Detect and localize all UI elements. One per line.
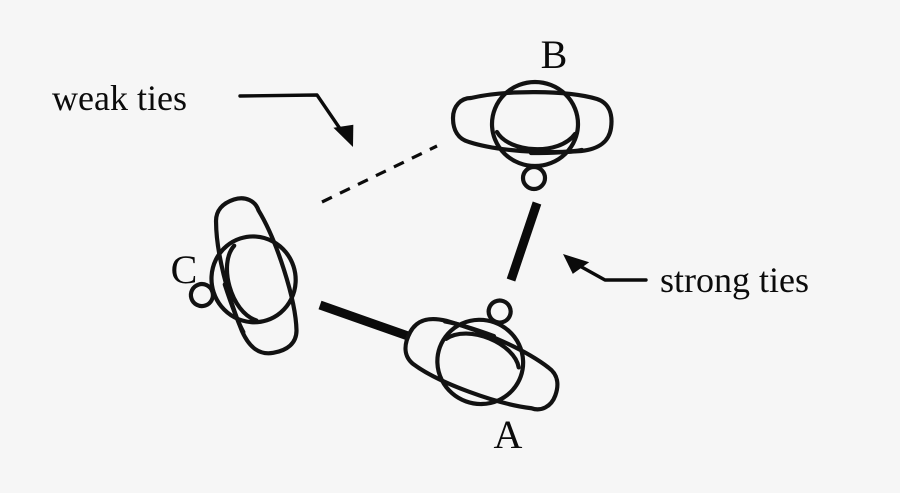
node-c-label: C (171, 247, 198, 292)
node-c[interactable]: C (166, 188, 317, 372)
strong-ties-pointer-line (576, 263, 648, 282)
node-a-label: A (494, 412, 523, 457)
person-icon (453, 82, 611, 189)
node-layer: B C A (166, 32, 611, 457)
strong-ties-arrow-icon (556, 249, 590, 279)
annotation-weak-ties: weak ties (52, 78, 364, 150)
annotation-strong-ties: strong ties (556, 249, 809, 300)
edge-layer (318, 144, 542, 341)
weak-ties-pointer-line (238, 93, 347, 138)
annotation-layer: weak ties strong ties (52, 78, 809, 300)
person-icon (394, 275, 580, 430)
node-a[interactable]: A (394, 275, 580, 457)
edge-strong-tie-b-a (506, 201, 542, 282)
edge-strong-tie-c-a (318, 300, 410, 341)
edge-weak-tie-c-b (321, 144, 438, 204)
weak-ties-arrow-icon (333, 117, 364, 150)
strong-ties-label: strong ties (660, 260, 809, 300)
node-b-label: B (541, 32, 568, 77)
node-b[interactable]: B (453, 32, 611, 189)
weak-ties-label: weak ties (52, 78, 187, 118)
